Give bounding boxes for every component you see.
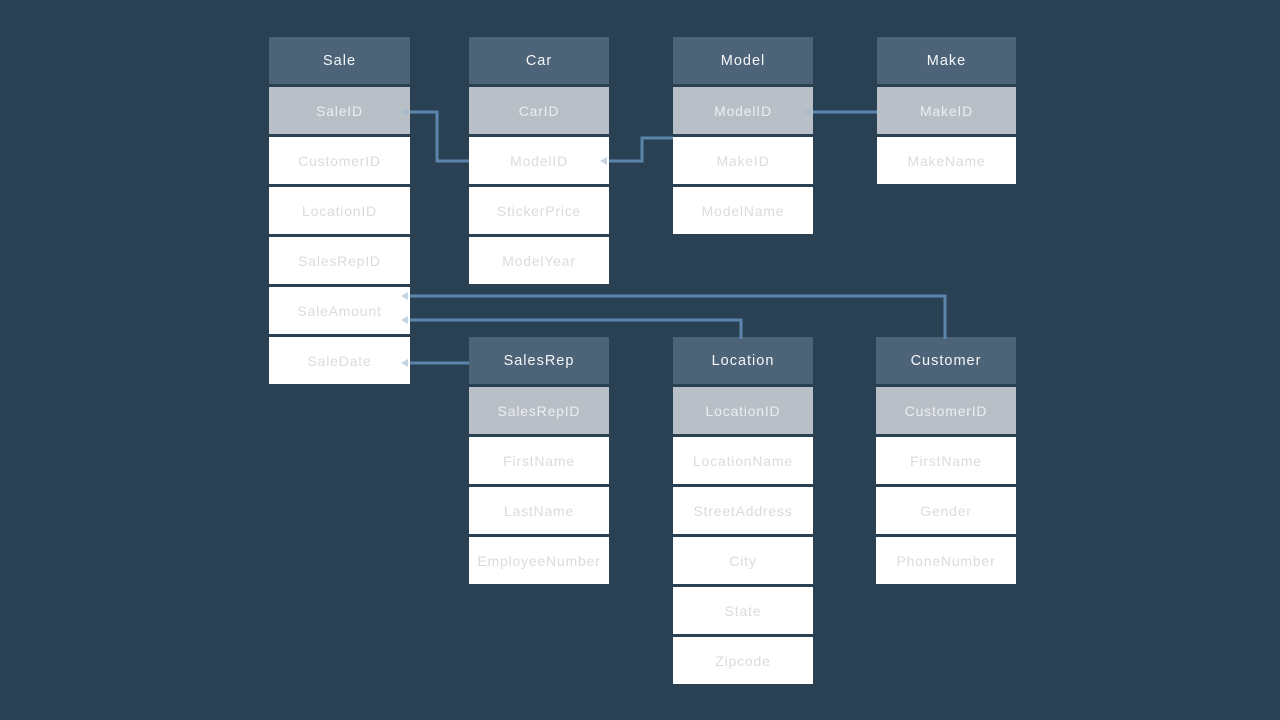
field-row-stickerprice: StickerPrice xyxy=(469,187,609,234)
field-row-locationid: LocationID xyxy=(269,187,410,234)
field-row-streetaddress: StreetAddress xyxy=(673,487,813,534)
field-row-state: State xyxy=(673,587,813,634)
key-field-row-modelid: ModelID xyxy=(673,87,813,134)
field-row-salesrepid: SalesRepID xyxy=(269,237,410,284)
entity-title-model: Model xyxy=(673,37,813,84)
relationship-line-car-to-model xyxy=(609,136,673,163)
key-field-row-carid: CarID xyxy=(469,87,609,134)
field-row-makename: MakeName xyxy=(877,137,1016,184)
field-row-modelid: ModelID xyxy=(469,137,609,184)
entity-title-sale: Sale xyxy=(269,37,410,84)
field-row-phonenumber: PhoneNumber xyxy=(876,537,1016,584)
field-row-zipcode: Zipcode xyxy=(673,637,813,684)
key-field-row-salesrepid: SalesRepID xyxy=(469,387,609,434)
field-row-firstname: FirstName xyxy=(469,437,609,484)
entity-title-customer: Customer xyxy=(876,337,1016,384)
entity-title-make: Make xyxy=(877,37,1016,84)
field-row-employeenumber: EmployeeNumber xyxy=(469,537,609,584)
entity-title-location: Location xyxy=(673,337,813,384)
field-row-makeid: MakeID xyxy=(673,137,813,184)
entity-title-salesrep: SalesRep xyxy=(469,337,609,384)
key-field-row-saleid: SaleID xyxy=(269,87,410,134)
entity-title-car: Car xyxy=(469,37,609,84)
field-row-lastname: LastName xyxy=(469,487,609,534)
relationship-line-sale-to-customer xyxy=(410,294,947,339)
field-row-customerid: CustomerID xyxy=(269,137,410,184)
relationship-line-sale-to-car xyxy=(410,110,469,163)
field-row-modelyear: ModelYear xyxy=(469,237,609,284)
key-field-row-locationid: LocationID xyxy=(673,387,813,434)
field-row-modelname: ModelName xyxy=(673,187,813,234)
field-row-saledate: SaleDate xyxy=(269,337,410,384)
key-field-row-customerid: CustomerID xyxy=(876,387,1016,434)
field-row-locationname: LocationName xyxy=(673,437,813,484)
field-row-gender: Gender xyxy=(876,487,1016,534)
field-row-firstname: FirstName xyxy=(876,437,1016,484)
field-row-saleamount: SaleAmount xyxy=(269,287,410,334)
field-row-city: City xyxy=(673,537,813,584)
key-field-row-makeid: MakeID xyxy=(877,87,1016,134)
